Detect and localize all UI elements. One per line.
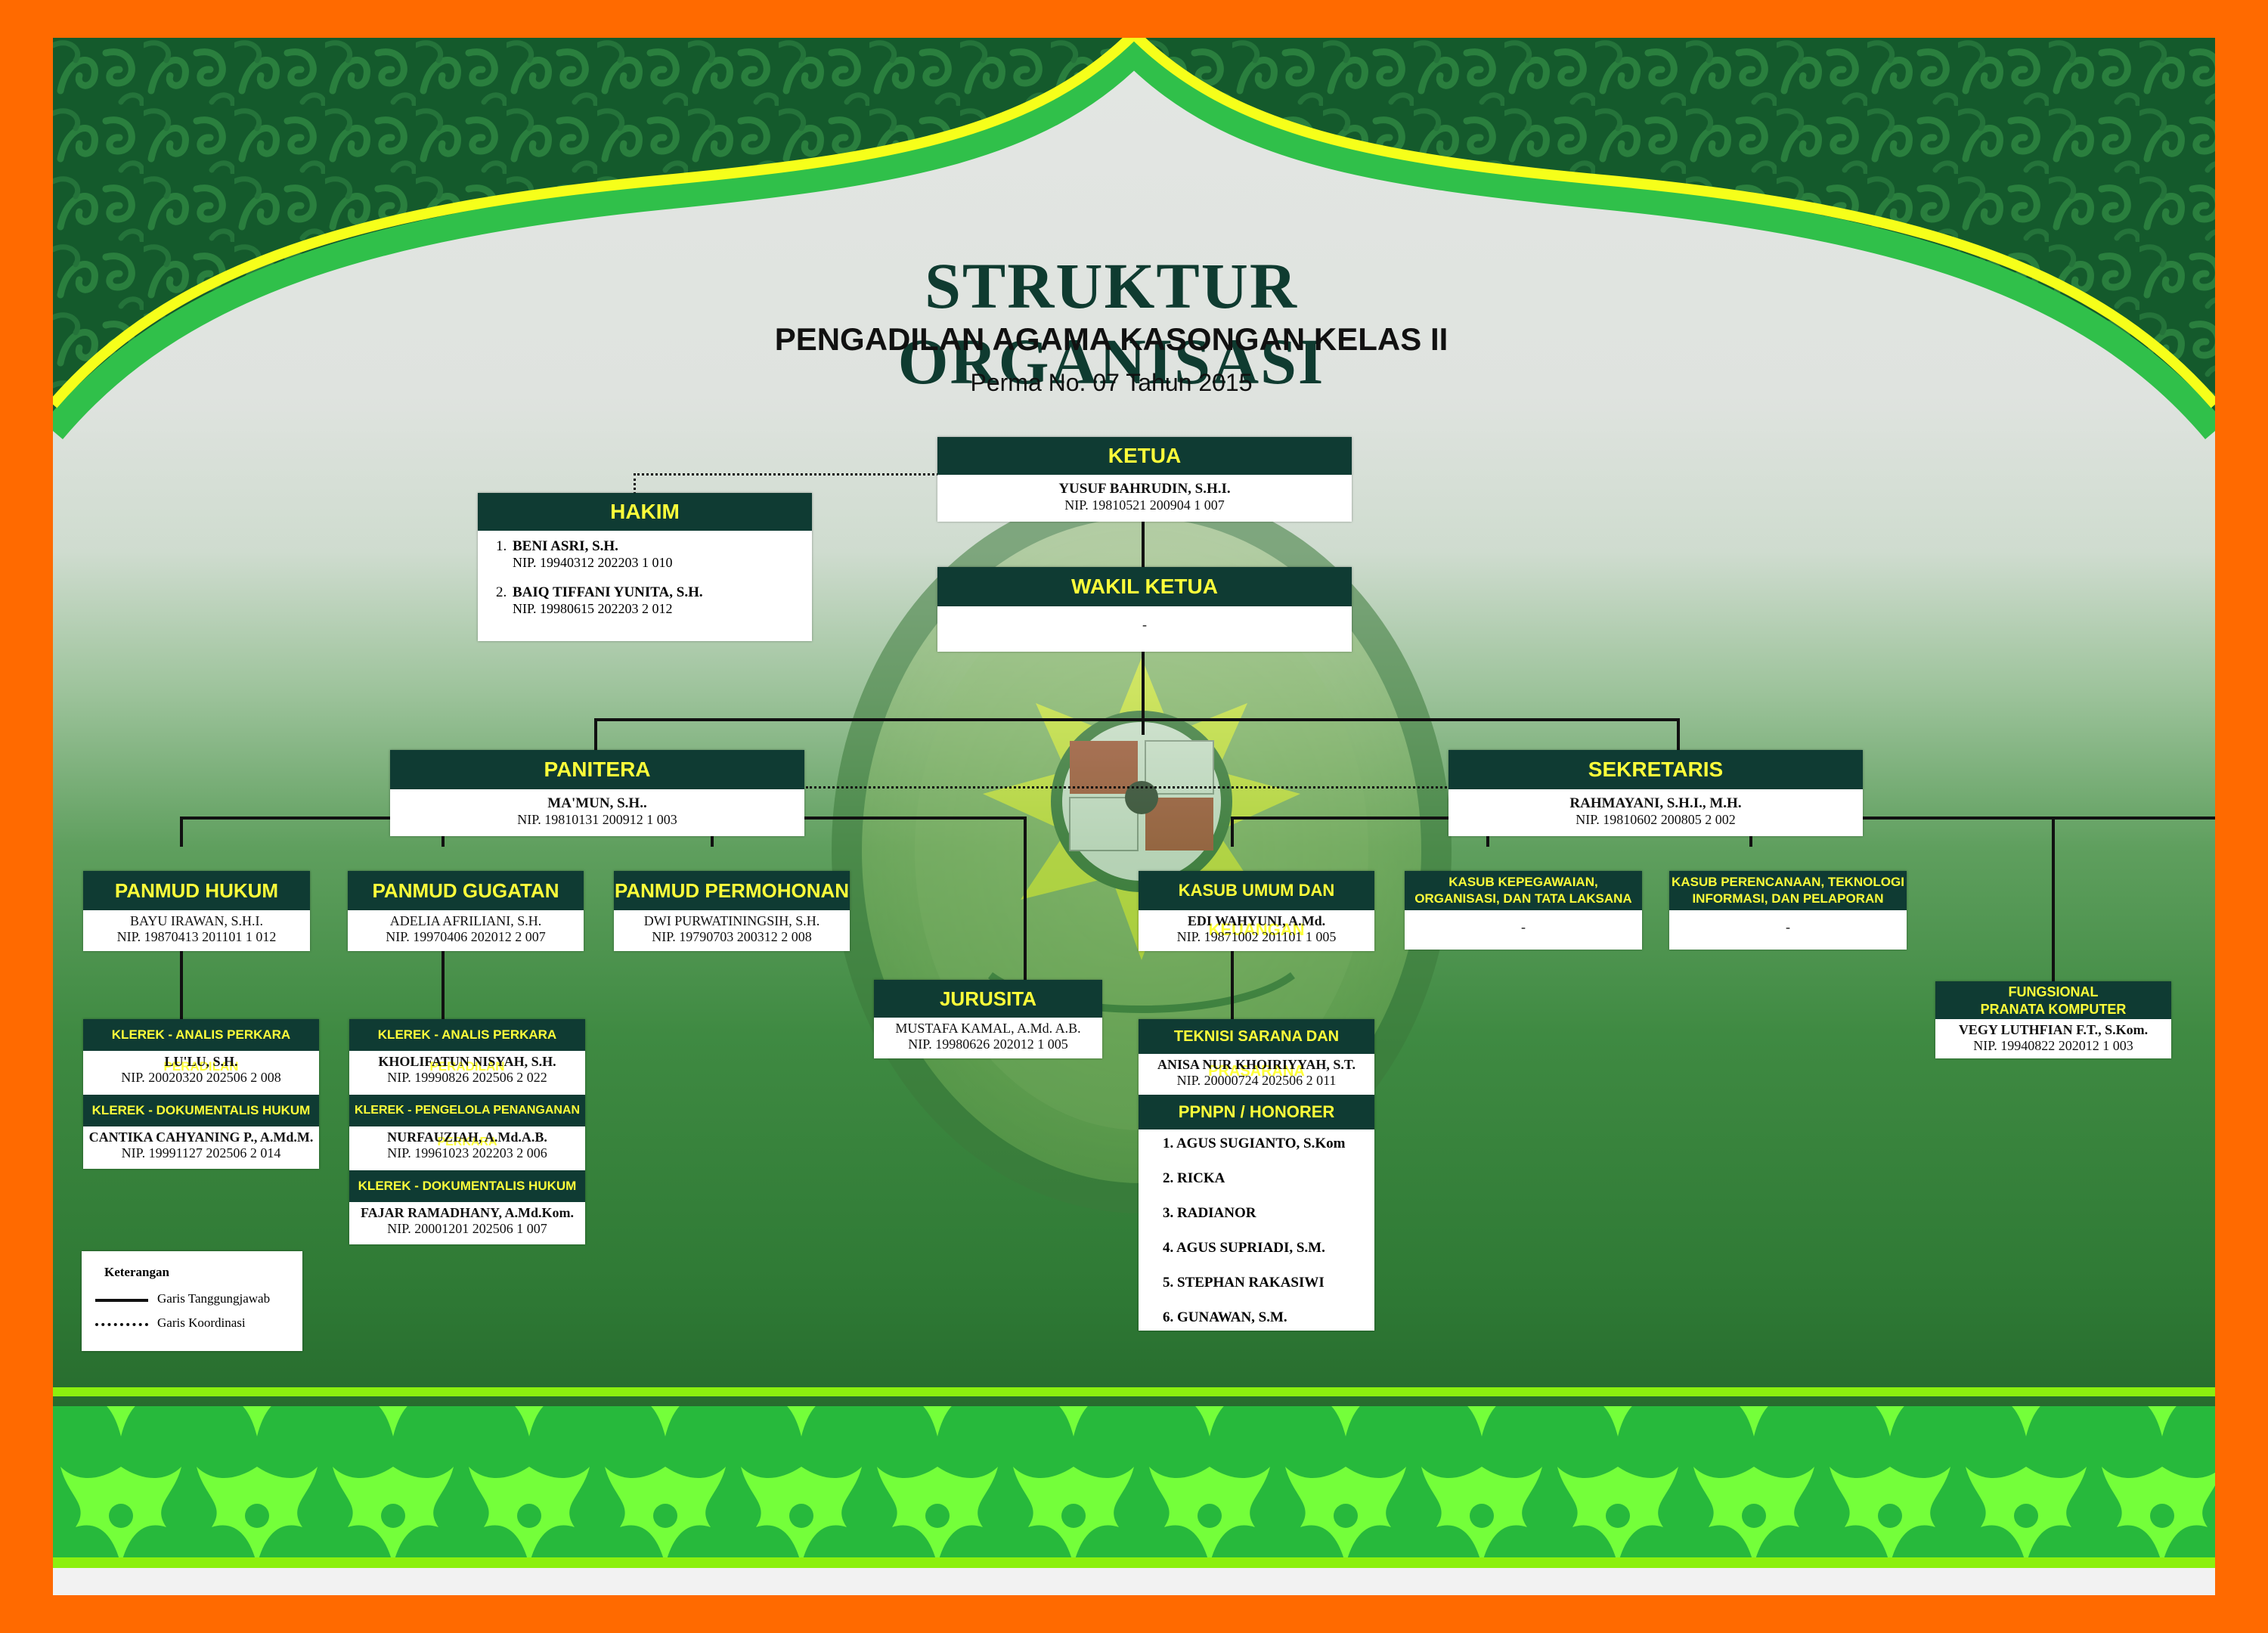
dotted-line-icon (95, 1323, 148, 1326)
hakim-title: HAKIM (478, 493, 812, 531)
clerk-title: KLEREK - PENGELOLA PENANGANAN PERKARA (349, 1095, 585, 1148)
clerk-nip: NIP. 20001201 202506 1 007 (387, 1221, 547, 1236)
clerk-name: NURFAUZIAH, A.Md.A.B. (387, 1129, 547, 1145)
clerk-name: FAJAR RAMADHANY, A.Md.Kom. (361, 1205, 574, 1220)
clerk-nip: NIP. 19991127 202506 2 014 (121, 1145, 281, 1160)
panmud-permohonan-nip: NIP. 19790703 200312 2 008 (652, 929, 812, 944)
jurusita-nip: NIP. 19980626 202012 1 005 (908, 1037, 1068, 1052)
panitera-name: MA'MUN, S.H.. (547, 795, 647, 811)
legend-title: Keterangan (104, 1265, 169, 1279)
jurusita-title: JURUSITA (874, 980, 1102, 1018)
page-subtitle: PENGADILAN AGAMA KASONGAN KELAS II (774, 321, 1448, 357)
hakim-member-num: 1. (496, 538, 507, 554)
ppnpn-list: 1. AGUS SUGIANTO, S.Kom 2. RICKA 3. RADI… (1139, 1129, 1374, 1344)
hakim-member: 2. BAIQ TIFFANI YUNITA, S.H. NIP. 199806… (496, 584, 812, 617)
sekretaris-box: SEKRETARIS RAHMAYANI, S.H.I., M.H. NIP. … (1448, 750, 1863, 836)
wakil-ketua-name: - (1142, 617, 1147, 632)
ketua-nip: NIP. 19810521 200904 1 007 (1064, 497, 1225, 513)
panmud-permohonan-title: PANMUD PERMOHONAN (614, 871, 850, 910)
kasub-kepegawaian-box: KASUB KEPEGAWAIAN, ORGANISASI, DAN TATA … (1405, 871, 1642, 950)
panmud-gugatan-box: PANMUD GUGATAN ADELIA AFRILIANI, S.H. NI… (348, 871, 584, 951)
teknisi-nip: NIP. 20000724 202506 2 011 (1176, 1073, 1337, 1088)
clerk-nip: NIP. 19961023 202203 2 006 (387, 1145, 547, 1160)
poster-frame: STRUKTUR ORGANISASI PENGADILAN AGAMA KAS… (53, 38, 2215, 1595)
fungsional-title-line2: PRANATA KOMPUTER (1980, 1002, 2127, 1017)
hakim-member-nip: NIP. 19940312 202203 1 010 (513, 555, 673, 570)
ppnpn-member: 5. STEPHAN RAKASIWI (1163, 1275, 1325, 1291)
panmud-hukum-name: BAYU IRAWAN, S.H.I. (130, 913, 263, 928)
clerk-title: KLEREK - ANALIS PERKARA PERADILAN (83, 1019, 319, 1074)
clerk-title: KLEREK - DOKUMENTALIS HUKUM (83, 1095, 319, 1126)
hukum-clerks-box: KLEREK - ANALIS PERKARA PERADILAN LU'LU,… (83, 1019, 319, 1169)
hakim-member-name: BENI ASRI, S.H. (513, 538, 618, 554)
kasub-umum-title: KASUB UMUM DAN KEUANGAN (1139, 871, 1374, 939)
jurusita-box: JURUSITA MUSTAFA KAMAL, A.Md. A.B. NIP. … (874, 980, 1102, 1058)
page-title: STRUKTUR ORGANISASI (897, 249, 1325, 398)
panmud-permohonan-box: PANMUD PERMOHONAN DWI PURWATININGSIH, S.… (614, 871, 850, 951)
ketua-box: KETUA YUSUF BAHRUDIN, S.H.I. NIP. 198105… (937, 437, 1352, 522)
clerk-name: CANTIKA CAHYANING P., A.Md.M. (88, 1129, 314, 1145)
hakim-member: 1. BENI ASRI, S.H. NIP. 19940312 202203 … (496, 538, 812, 571)
clerk-nip: NIP. 20020320 202506 2 008 (121, 1070, 281, 1085)
panmud-gugatan-nip: NIP. 19970406 202012 2 007 (386, 929, 546, 944)
panmud-hukum-nip: NIP. 19870413 201101 1 012 (116, 929, 277, 944)
ppnpn-member: 1. AGUS SUGIANTO, S.Kom (1163, 1136, 1346, 1151)
panmud-gugatan-title: PANMUD GUGATAN (348, 871, 584, 910)
sekretaris-title: SEKRETARIS (1448, 750, 1863, 789)
panitera-nip: NIP. 19810131 200912 1 003 (517, 812, 677, 827)
kasub-perencanaan-name: - (1786, 919, 1790, 934)
fungsional-name: VEGY LUTHFIAN F.T., S.Kom. (1958, 1022, 2149, 1037)
ppnpn-member: 6. GUNAWAN, S.M. (1163, 1309, 1287, 1325)
sekretaris-name: RAHMAYANI, S.H.I., M.H. (1569, 795, 1742, 811)
kasub-kepegawaian-title-line1: KASUB KEPEGAWAIAN, (1448, 875, 1598, 889)
solid-line-icon (95, 1299, 148, 1302)
kasub-perencanaan-box: KASUB PERENCANAAN, TEKNOLOGI INFORMASI, … (1669, 871, 1907, 950)
kasub-umum-name: EDI WAHYUNI, A.Md. (1187, 913, 1326, 928)
clerk-name: KHOLIFATUN NISYAH, S.H. (378, 1054, 556, 1069)
wakil-ketua-box: WAKIL KETUA - (937, 567, 1352, 652)
jurusita-name: MUSTAFA KAMAL, A.Md. A.B. (895, 1021, 1081, 1036)
legend-solid-label: Garis Tanggungjawab (157, 1291, 271, 1306)
hakim-member-num: 2. (496, 584, 507, 600)
sekretaris-nip: NIP. 19810602 200805 2 002 (1576, 812, 1736, 827)
ppnpn-title: PPNPN / HONORER (1139, 1095, 1374, 1129)
clerk-title: KLEREK - DOKUMENTALIS HUKUM (349, 1170, 585, 1202)
panmud-hukum-title: PANMUD HUKUM (83, 871, 310, 910)
legend-dotted-label: Garis Koordinasi (157, 1315, 246, 1330)
panitera-title: PANITERA (390, 750, 804, 789)
legend: Keterangan Garis Tanggungjawab Garis Koo… (82, 1251, 302, 1351)
fungsional-box: FUNGSIONAL PRANATA KOMPUTER VEGY LUTHFIA… (1935, 981, 2171, 1058)
regulation-text: Perma No. 07 Tahun 2015 (970, 369, 1253, 396)
teknisi-name: ANISA NUR KHOIRIYYAH, S.T. (1157, 1057, 1356, 1072)
hakim-box: HAKIM 1. BENI ASRI, S.H. NIP. 19940312 2… (478, 493, 812, 641)
panmud-hukum-box: PANMUD HUKUM BAYU IRAWAN, S.H.I. NIP. 19… (83, 871, 310, 951)
kasub-umum-box: KASUB UMUM DAN KEUANGAN EDI WAHYUNI, A.M… (1139, 871, 1374, 951)
fungsional-nip: NIP. 19940822 202012 1 003 (1973, 1038, 2133, 1053)
panitera-box: PANITERA MA'MUN, S.H.. NIP. 19810131 200… (390, 750, 804, 836)
kasub-kepegawaian-title-line2: ORGANISASI, DAN TATA LAKSANA (1414, 891, 1632, 906)
teknisi-ppnpn-box: TEKNISI SARANA DAN PRASARANA ANISA NUR K… (1139, 1019, 1374, 1331)
clerk-title: KLEREK - ANALIS PERKARA PERADILAN (349, 1019, 585, 1074)
kasub-perencanaan-title-line2: INFORMASI, DAN PELAPORAN (1692, 891, 1884, 906)
gugatan-clerks-box: KLEREK - ANALIS PERKARA PERADILAN KHOLIF… (349, 1019, 585, 1244)
fungsional-title-line1: FUNGSIONAL (2008, 984, 2099, 999)
teknisi-title: TEKNISI SARANA DAN PRASARANA (1139, 1019, 1374, 1080)
clerk-nip: NIP. 19990826 202506 2 022 (387, 1070, 547, 1085)
panmud-gugatan-name: ADELIA AFRILIANI, S.H. (389, 913, 542, 928)
kasub-perencanaan-title-line1: KASUB PERENCANAAN, TEKNOLOGI (1672, 875, 1904, 889)
kasub-kepegawaian-name: - (1521, 919, 1526, 934)
panmud-permohonan-name: DWI PURWATININGSIH, S.H. (643, 913, 820, 928)
ppnpn-member: 4. AGUS SUPRIADI, S.M. (1163, 1240, 1325, 1256)
clerk-name: LU'LU, S.H. (164, 1054, 238, 1069)
ketua-name: YUSUF BAHRUDIN, S.H.I. (1058, 481, 1231, 497)
hakim-member-name: BAIQ TIFFANI YUNITA, S.H. (513, 584, 703, 600)
wakil-ketua-title: WAKIL KETUA (937, 567, 1352, 606)
ketua-title: KETUA (937, 437, 1352, 475)
kasub-umum-nip: NIP. 19871002 201101 1 005 (1176, 929, 1337, 944)
ppnpn-member: 3. RADIANOR (1163, 1205, 1256, 1221)
ppnpn-member: 2. RICKA (1163, 1170, 1225, 1186)
hakim-member-nip: NIP. 19980615 202203 2 012 (513, 601, 673, 616)
